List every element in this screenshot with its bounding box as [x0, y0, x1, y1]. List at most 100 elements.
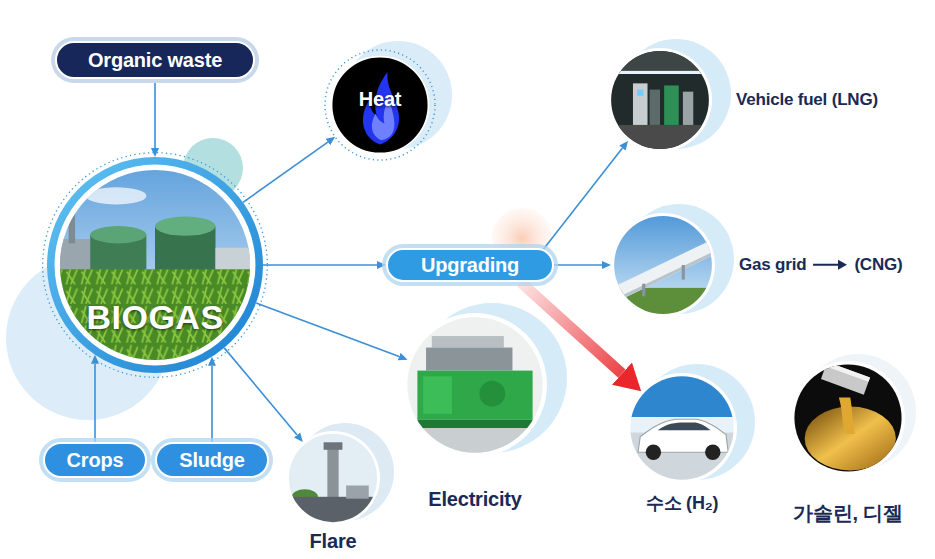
hydrogen-car-photo	[627, 373, 737, 483]
hydrogen-car-photo-part-part	[627, 373, 737, 417]
label-group: Electricity	[428, 487, 521, 511]
product-circle: Gas grid(CNG)	[611, 213, 715, 317]
hydrogen-car-photo-part	[627, 373, 737, 483]
biogas-photo-part	[43, 153, 268, 378]
circle-outline	[47, 157, 263, 373]
circle-outline	[628, 374, 737, 483]
generator-photo-part-part	[432, 336, 504, 348]
use-circle: Heat	[325, 50, 435, 160]
node-label: Flare	[310, 529, 357, 553]
circle-outline	[403, 313, 547, 457]
label-group: BIOGAS	[86, 297, 223, 338]
generator-photo-part-part	[417, 420, 532, 429]
flame-icon-part	[325, 50, 435, 160]
circle-outline	[326, 51, 435, 160]
product-circle: 수소 (H₂)	[627, 373, 737, 483]
pipeline-photo	[611, 213, 715, 317]
flare-stack-photo-part-part	[327, 446, 338, 499]
generator-photo-part	[403, 313, 547, 457]
flare-stack-photo-part	[286, 431, 380, 525]
fuel-station-photo-part-part	[608, 48, 712, 73]
hydrogen-car-photo-part	[627, 373, 737, 483]
fuel-pour-photo-part-part	[821, 362, 870, 395]
source-pill: Crops	[43, 442, 148, 478]
pipeline-photo-part	[611, 213, 715, 317]
flow-arrow	[94, 364, 96, 442]
node-label: Vehicle fuel (LNG)	[736, 90, 878, 110]
flow-arrow	[542, 148, 622, 251]
joining-arrow	[810, 258, 850, 272]
fuel-pour-photo-part-part	[839, 397, 855, 433]
node-label: 수소 (H₂)	[646, 493, 719, 515]
biogas-photo-part	[47, 157, 263, 373]
pipeline-photo-part-part	[682, 265, 685, 280]
fuel-pour-photo	[791, 361, 905, 475]
flare-stack-photo-part-part	[286, 431, 380, 525]
use-circle: Electricity	[403, 313, 547, 457]
fuel-pour-photo-part-part-part	[826, 362, 870, 382]
fuel-station-photo-part-part	[664, 85, 679, 125]
hydrogen-car-photo-part-part	[705, 445, 720, 460]
fuel-station-photo-part-part	[608, 71, 712, 74]
circle-outline	[792, 362, 905, 475]
fuel-pour-photo-part	[791, 361, 905, 475]
generator-photo-part	[403, 313, 547, 457]
biogas-photo-part-part	[47, 269, 263, 373]
flare-stack-photo	[286, 431, 380, 525]
fuel-pour-photo-part	[791, 361, 905, 475]
fuel-station-photo-part-part	[637, 90, 643, 96]
fuel-station-photo	[608, 48, 712, 152]
biogas-photo-part-part	[47, 157, 263, 373]
fuel-station-photo-part-part	[633, 83, 648, 125]
label-group: Gas grid(CNG)	[739, 255, 902, 275]
flame-icon	[325, 50, 435, 160]
hydrogen-car-photo-part-part	[646, 445, 661, 460]
biogas-photo-part-part	[86, 187, 146, 204]
biogas-photo-part-part	[90, 226, 146, 243]
pipeline-photo-part-part	[642, 284, 645, 296]
biogas-photo	[43, 153, 268, 378]
biogas-photo-part-part	[155, 216, 215, 235]
flow-arrow	[256, 303, 399, 357]
circle-outline	[609, 49, 712, 152]
flare-stack-photo-part-part	[346, 486, 369, 499]
generator-photo	[403, 313, 547, 457]
source-pill: Organic waste	[55, 41, 255, 79]
pipeline-photo-part	[611, 213, 715, 317]
fuel-station-photo-part-part	[683, 92, 693, 125]
circle-outline	[404, 314, 547, 457]
product-circle: 가솔린, 디젤	[791, 361, 905, 475]
label-group: 가솔린, 디젤	[793, 501, 903, 525]
circle-outline	[611, 213, 715, 317]
generator-photo-part-part	[423, 376, 452, 413]
circle-outline	[287, 432, 380, 525]
generator-photo-part-part	[417, 371, 532, 420]
pipeline-photo-part-part	[611, 253, 715, 303]
pill-label: Organic waste	[88, 48, 222, 72]
flow-arrow	[554, 264, 602, 266]
biogas-photo-part-part	[60, 239, 90, 274]
fuel-pour-photo-part-part-part	[821, 362, 870, 395]
flare-stack-photo-part-part	[286, 497, 380, 525]
flow-arrow	[154, 79, 156, 148]
source-pill: Sludge	[155, 442, 268, 478]
circle-outline	[286, 431, 380, 525]
generator-photo-part-part	[426, 348, 512, 371]
biogas-photo-part-part	[69, 205, 75, 244]
biogas-circle: BIOGAS	[47, 157, 263, 373]
label-group: Heat	[359, 87, 402, 111]
node-label: 가솔린, 디젤	[793, 501, 903, 525]
pill-label: Sludge	[179, 448, 244, 472]
flame-icon-part	[332, 57, 429, 154]
pill-label: Upgrading	[421, 253, 519, 277]
label-group: Flare	[310, 529, 357, 553]
circle-outline	[612, 214, 715, 317]
label-group: 수소 (H₂)	[646, 493, 719, 515]
circle-outline	[608, 48, 712, 152]
flow-arrow	[263, 264, 377, 266]
generator-photo-part-part	[403, 313, 547, 457]
circle-outline	[627, 373, 737, 483]
circle-outline	[48, 158, 263, 373]
flow-arrow	[243, 142, 328, 202]
